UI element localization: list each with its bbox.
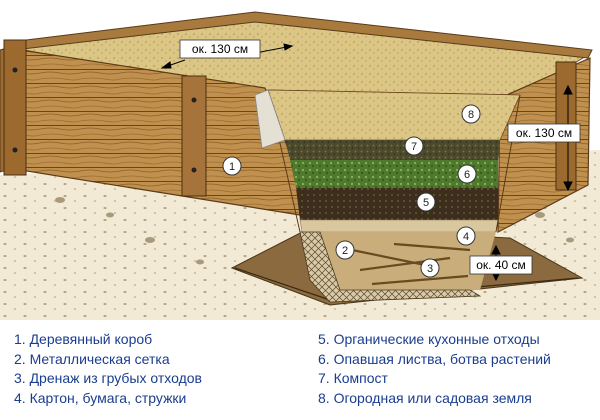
- legend-item-1: 1. Деревянный короб: [14, 331, 153, 347]
- callout-1: 1: [222, 156, 242, 176]
- cut-edge-left: [254, 89, 286, 149]
- middle-post: [181, 75, 207, 197]
- callout-6: 6: [457, 164, 477, 184]
- svg-text:4: 4: [463, 231, 469, 243]
- dimension-width-label: ок. 130 см: [192, 42, 248, 56]
- svg-text:6: 6: [464, 169, 470, 181]
- layer-callouts: 1 2 3 4 5 6 7 8: [222, 104, 481, 278]
- callout-8: 8: [461, 104, 481, 124]
- legend-item-7: 7. Компост: [318, 370, 388, 386]
- layer-6-leaves: [290, 160, 498, 188]
- layer-8-soil: [267, 89, 521, 141]
- layer-2-mesh: [299, 231, 482, 303]
- svg-text:5: 5: [423, 197, 429, 209]
- layer-cross-section: [254, 89, 521, 303]
- legend-column-left: 1. Деревянный короб 2. Металлическая сет…: [14, 330, 202, 408]
- layer-5-kitchen: [296, 188, 498, 220]
- corner-post-left: [3, 39, 27, 176]
- legend-item-6: 6. Опавшая листва, ботва растений: [318, 350, 551, 367]
- callout-5: 5: [416, 192, 436, 212]
- legend-item-3: 3. Дренаж из грубых отходов: [14, 370, 202, 386]
- dimension-height-label: ок. 130 см: [516, 126, 572, 140]
- layer-7-compost: [285, 140, 500, 160]
- callout-4: 4: [456, 226, 476, 246]
- dimension-depth-label: ок. 40 см: [476, 258, 526, 272]
- legend-item-4: 4. Картон, бумага, стружки: [14, 389, 187, 406]
- callout-7: 7: [404, 136, 424, 156]
- legend-item-2: 2. Металлическая сетка: [14, 350, 170, 367]
- legend-item-8: 8. Огородная или садовая земля: [318, 389, 532, 406]
- raised-bed-illustration: ок. 130 см ок. 130 см ок. 40 см 1 2 3 4 …: [0, 11, 600, 320]
- svg-text:1: 1: [229, 161, 235, 173]
- svg-text:2: 2: [342, 245, 348, 257]
- svg-text:8: 8: [468, 109, 474, 121]
- legend: 1. Деревянный короб 2. Металлическая сет…: [0, 318, 600, 420]
- legend-item-5: 5. Органические кухонные отходы: [318, 331, 540, 347]
- svg-text:3: 3: [427, 263, 433, 275]
- callout-3: 3: [420, 258, 440, 278]
- legend-column-right: 5. Органические кухонные отходы 6. Опавш…: [318, 330, 551, 408]
- callout-2: 2: [335, 240, 355, 260]
- svg-text:7: 7: [411, 141, 417, 153]
